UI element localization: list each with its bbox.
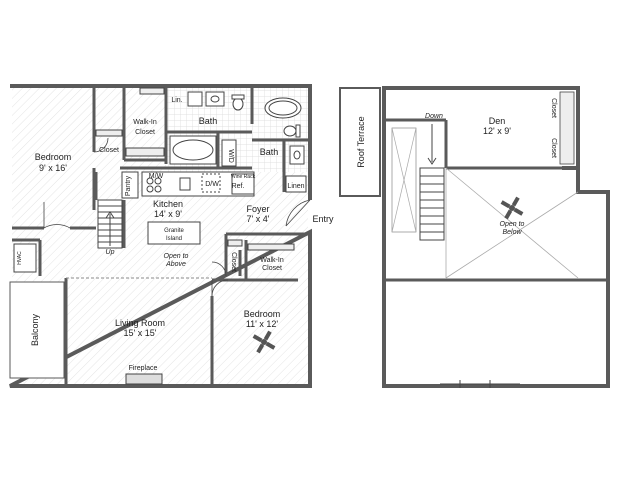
open-to-above-line2: Above <box>165 261 186 268</box>
lower-level: Bedroom 9' x 16' Walk-In Closet Closet L… <box>9 84 334 388</box>
entry-label: Entry <box>312 214 334 224</box>
open-to-above-line1: Open to <box>164 253 189 260</box>
dishwasher-label: D/W <box>205 181 219 188</box>
open-to-below <box>445 167 579 279</box>
roof-terrace-area <box>339 87 381 197</box>
bedroom-right-dims: 11' x 12' <box>246 319 279 329</box>
linen-cabinet-label: Lin. <box>171 97 182 104</box>
bath-right-label: Bath <box>260 147 279 157</box>
bedroom-left-dims: 9' x 16' <box>39 163 67 173</box>
den-closet-b-label: Closet <box>550 138 557 158</box>
lower-doors <box>43 137 311 297</box>
washer-dryer-label: W/D <box>227 149 234 163</box>
ceiling-fan-icon <box>500 196 524 220</box>
balcony-label: Balcony <box>30 313 40 346</box>
kitchen-name: Kitchen <box>153 199 183 209</box>
closet-mid-label: Closet <box>230 252 237 272</box>
living-room-dims: 15' x 15' <box>124 328 157 338</box>
granite-island-line1: Granite <box>164 228 184 234</box>
open-to-below-line1: Open to <box>500 221 525 228</box>
stair-up-label: Up <box>106 249 115 256</box>
upper-stair <box>419 124 445 241</box>
den-name: Den <box>489 116 506 126</box>
kitchen-dims: 14' x 9' <box>154 209 182 219</box>
living-room-name: Living Room <box>115 318 165 328</box>
walkin-closet-right-name: Walk-In <box>260 257 284 264</box>
den-closet-shelf <box>559 91 575 165</box>
lower-stair <box>97 199 123 249</box>
upper-outer-wall <box>382 86 610 388</box>
hvac-label: HVAC <box>17 251 23 265</box>
lower-outer-wall <box>9 84 312 388</box>
roof-terrace-label: Roof Terrace <box>356 116 366 167</box>
wine-rack-label: Wine Rack <box>231 174 256 180</box>
bedroom-right-name: Bedroom <box>244 309 281 319</box>
bedroom-left-name: Bedroom <box>35 152 72 162</box>
walkin-closet-top-name: Walk-In <box>133 119 157 126</box>
ceiling-fan-icon <box>252 330 276 354</box>
closet-left-label: Closet <box>99 147 119 154</box>
walkin-closet-top-name2: Closet <box>135 129 155 136</box>
open-to-below-line2: Below <box>502 229 522 236</box>
upper-level: Roof Terrace Down Den 12' x 9' Closet Cl… <box>339 86 610 388</box>
upper-interior-walls <box>386 118 608 282</box>
granite-island-line2: Island <box>166 236 182 242</box>
lower-interior-walls <box>12 88 310 386</box>
fireplace-label: Fireplace <box>129 365 158 372</box>
den-closet-a-label: Closet <box>550 98 557 118</box>
terrace-lattice <box>391 127 417 233</box>
foyer-dims: 7' x 4' <box>247 214 270 224</box>
stair-down-label: Down <box>425 113 443 120</box>
walkin-closet-right-name2: Closet <box>262 265 282 272</box>
balcony-area <box>9 281 65 379</box>
refrigerator-label: Ref. <box>232 183 245 190</box>
lower-fixtures <box>13 87 307 385</box>
linen-label: Linen <box>287 183 304 190</box>
den-dims: 12' x 9' <box>483 126 511 136</box>
foyer-name: Foyer <box>246 204 269 214</box>
bath-top-label: Bath <box>199 116 218 126</box>
pantry-label: Pantry <box>125 175 132 196</box>
upper-windows <box>440 380 520 388</box>
microwave-label: M/W <box>149 173 164 180</box>
